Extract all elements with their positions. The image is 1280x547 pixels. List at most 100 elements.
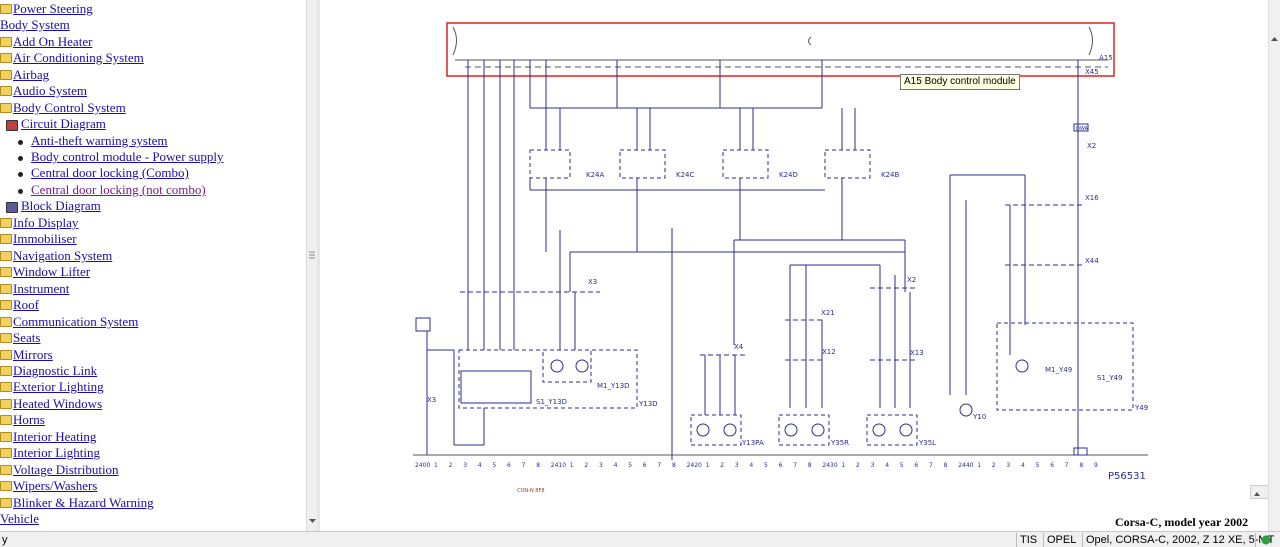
tree-item-cdl-not-combo[interactable]: Central door locking (not combo) — [0, 182, 206, 198]
ruler-group-label: 2430 — [822, 462, 837, 469]
tree-item-roof[interactable]: Roof — [0, 297, 39, 313]
tree-link[interactable]: Wipers/Washers — [13, 478, 98, 493]
folder-icon — [0, 70, 12, 81]
tree-item-power-steering[interactable]: Power Steering — [0, 1, 93, 17]
tree-item-body-system[interactable]: Body System — [0, 17, 70, 33]
folder-icon — [0, 218, 12, 229]
motor-m1-y13d-label: M1_Y13D — [597, 382, 630, 390]
tree-link[interactable]: Central door locking (Combo) — [31, 165, 189, 180]
tree-item-info-display[interactable]: Info Display — [0, 215, 78, 231]
tree-item-communication[interactable]: Communication System — [0, 314, 138, 330]
tree-link[interactable]: Air Conditioning System — [13, 50, 144, 65]
tree-item-add-on-heater[interactable]: Add On Heater — [0, 34, 92, 50]
relay-k24d-label: K24D — [779, 171, 798, 179]
scroll-up-arrow-icon[interactable] — [1251, 489, 1263, 499]
tree-link[interactable]: Exterior Lighting — [13, 379, 104, 394]
tree-link[interactable]: Horns — [13, 412, 45, 427]
tree-item-navigation[interactable]: Navigation System — [0, 248, 112, 264]
tree-link[interactable]: Central door locking (not combo) — [31, 182, 206, 197]
tree-link[interactable]: Interior Lighting — [13, 445, 101, 460]
ruler-digit-label: 4 — [885, 462, 889, 469]
tree-scrollbar[interactable] — [306, 0, 318, 531]
tree-link[interactable]: Info Display — [13, 215, 79, 230]
tree-link[interactable]: Vehicle — [0, 511, 39, 526]
tree-link[interactable]: Diagnostic Link — [13, 363, 98, 378]
folder-icon — [0, 267, 12, 278]
folder-icon — [0, 350, 12, 361]
tree-link[interactable]: Blinker & Hazard Warning — [13, 495, 154, 510]
tree-item-voltage-distribution[interactable]: Voltage Distribution — [0, 462, 119, 478]
tree-item-bcm-power-supply[interactable]: Body control module - Power supply — [0, 149, 223, 165]
horizontal-scrollbar[interactable] — [1250, 485, 1270, 499]
connector-x13-label: X13 — [910, 349, 924, 357]
ruler-digit-label: 6 — [779, 462, 783, 469]
tree-item-blinker-hazard[interactable]: Blinker & Hazard Warning — [0, 495, 154, 511]
tree-item-seats[interactable]: Seats — [0, 330, 40, 346]
tree-item-mirrors[interactable]: Mirrors — [0, 347, 53, 363]
tree-item-audio-system[interactable]: Audio System — [0, 83, 87, 99]
tree-link[interactable]: Interior Heating — [13, 429, 97, 444]
ruler-digit-label: 4 — [1021, 462, 1025, 469]
tree-item-window-lifter[interactable]: Window Lifter — [0, 264, 90, 280]
tree-link[interactable]: Navigation System — [13, 248, 113, 263]
component-y35l-label: Y35L — [918, 439, 936, 447]
ruler-digit-label: 8 — [808, 462, 812, 469]
tree-item-immobiliser[interactable]: Immobiliser — [0, 231, 77, 247]
scroll-down-arrow-icon[interactable] — [308, 516, 317, 525]
tree-link[interactable]: Instrument — [13, 281, 70, 296]
tree-link[interactable]: Add On Heater — [13, 34, 93, 49]
tree-link[interactable]: Mirrors — [13, 347, 53, 362]
tree-link[interactable]: Circuit Diagram — [21, 116, 106, 131]
tree-link[interactable]: Anti-theft warning system — [31, 133, 168, 148]
tree-link[interactable]: Body control module - Power supply — [31, 149, 224, 164]
ruler-digit-label: 3 — [735, 462, 739, 469]
tree-link[interactable]: Airbag — [13, 67, 50, 82]
tree-item-diagnostic-link[interactable]: Diagnostic Link — [0, 363, 97, 379]
tree-item-horns[interactable]: Horns — [0, 412, 45, 428]
tree-item-instrument[interactable]: Instrument — [0, 281, 69, 297]
tree-link[interactable]: Roof — [13, 297, 39, 312]
tree-item-body-control-system[interactable]: Body Control System — [0, 100, 126, 116]
tree-item-heated-windows[interactable]: Heated Windows — [0, 396, 102, 412]
tree-link[interactable]: Body System — [0, 17, 70, 32]
status-separator — [1082, 533, 1083, 547]
module-a15-label: A15 — [1099, 54, 1113, 62]
tree-item-airbag[interactable]: Airbag — [0, 67, 49, 83]
folder-icon — [0, 251, 12, 262]
tree-link[interactable]: Audio System — [13, 83, 88, 98]
tree-link[interactable]: Body Control System — [13, 100, 126, 115]
ruler-digit-label: 6 — [507, 462, 511, 469]
tree-link[interactable]: Power Steering — [13, 1, 93, 16]
tree-item-circuit-diagram[interactable]: Circuit Diagram — [0, 116, 106, 132]
bottom-reference: CON-N 8F8 — [517, 488, 545, 494]
tree-link[interactable]: Voltage Distribution — [13, 462, 119, 477]
tree-link[interactable]: Block Diagram — [21, 198, 101, 213]
tree-link[interactable]: Communication System — [13, 314, 139, 329]
tree-link[interactable]: Seats — [13, 330, 41, 345]
tree-item-anti-theft[interactable]: Anti-theft warning system — [0, 133, 167, 149]
wiring-diagram: A15 X45 K24A K24C K24D K24B X3 X2 X16 X4… — [413, 22, 1148, 494]
ruler-digit-label: 2 — [720, 462, 724, 469]
tree-item-exterior-lighting[interactable]: Exterior Lighting — [0, 379, 104, 395]
scrollbar-grip-icon[interactable] — [308, 245, 316, 265]
tree-link[interactable]: Immobiliser — [13, 231, 77, 246]
ruler-group-label: 2420 — [687, 462, 702, 469]
ruler-digit-label: 8 — [1079, 462, 1083, 469]
tree-item-block-diagram[interactable]: Block Diagram — [0, 198, 101, 214]
diagram-scrollbar[interactable] — [1268, 0, 1280, 531]
tree-item-air-conditioning[interactable]: Air Conditioning System — [0, 50, 144, 66]
status-brand: OPEL — [1047, 534, 1077, 546]
tree-item-cdl-combo[interactable]: Central door locking (Combo) — [0, 165, 189, 181]
tree-item-vehicle[interactable]: Vehicle — [0, 511, 39, 527]
pane-splitter[interactable] — [317, 0, 320, 531]
tree-item-interior-lighting[interactable]: Interior Lighting — [0, 445, 100, 461]
ruler-digit-label: 3 — [599, 462, 603, 469]
tree-item-interior-heating[interactable]: Interior Heating — [0, 429, 96, 445]
tree-link[interactable]: Heated Windows — [13, 396, 103, 411]
scroll-up-arrow-icon[interactable] — [1270, 35, 1279, 44]
ruler-digit-label: 6 — [643, 462, 647, 469]
tree-item-wipers-washers[interactable]: Wipers/Washers — [0, 478, 97, 494]
tree-link[interactable]: Window Lifter — [13, 264, 91, 279]
open-book-icon — [6, 119, 18, 131]
diagram-caption: Corsa-C, model year 2002 — [1115, 515, 1249, 529]
